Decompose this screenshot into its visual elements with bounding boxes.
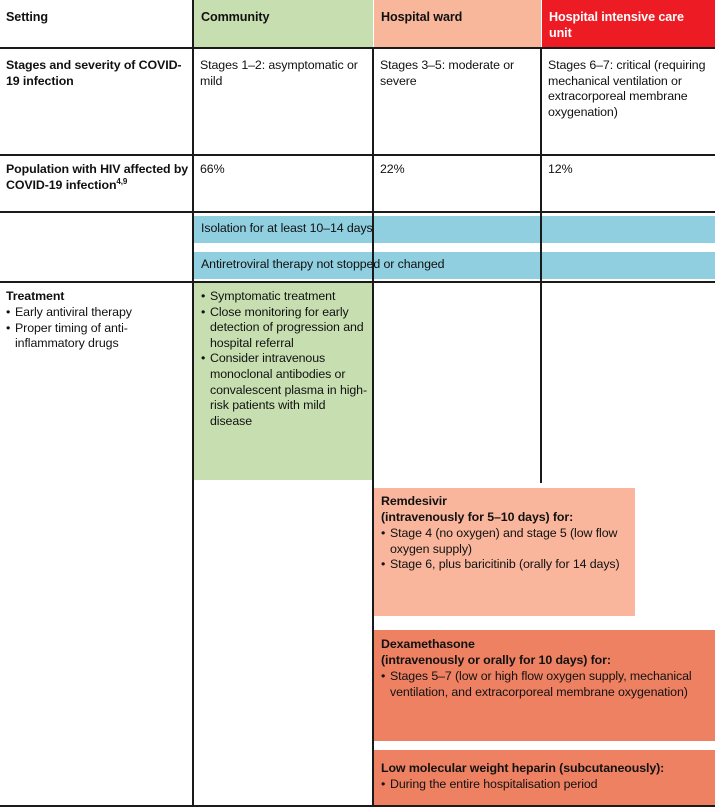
list-item: Early antiviral therapy (6, 305, 190, 321)
cell-stages-icu: Stages 6–7: critical (requiring mechanic… (548, 58, 706, 119)
row-label-population-superscript: 4,9 (116, 176, 128, 186)
header-label-community: Community (201, 10, 270, 24)
treatment-label-bullets: Early antiviral therapy Proper timing of… (6, 305, 190, 352)
isolation-bar-label: Isolation for at least 10–14 days (201, 221, 373, 235)
cell-stages-hospital-ward: Stages 3–5: moderate or severe (380, 58, 515, 88)
art-bar-label: Antiretroviral therapy not stopped or ch… (201, 257, 445, 271)
header-cell-community-background (194, 0, 373, 47)
list-item: Close monitoring for early detection of … (201, 305, 367, 352)
header-label-setting: Setting (6, 10, 48, 24)
list-item: During the entire hospitalisation period (381, 777, 711, 793)
treatment-community-bullets: Symptomatic treatment Close monitoring f… (201, 289, 367, 429)
row-label-population: Population with HIV affected by COVID-19… (6, 162, 190, 193)
header-label-icu: Hospital intensive care unit (549, 10, 684, 40)
row-label-treatment: Treatment (6, 289, 65, 303)
list-item: Symptomatic treatment (201, 289, 367, 305)
cell-population-icu: 12% (548, 162, 573, 176)
remdesivir-subtitle: (intravenously for 5–10 days) for: (381, 510, 574, 524)
heparin-title: Low molecular weight heparin (subcutaneo… (381, 761, 665, 775)
dexamethasone-title: Dexamethasone (381, 637, 475, 651)
header-cell-hospital-ward-background (374, 0, 541, 47)
row-label-stages: Stages and severity of COVID-19 infectio… (6, 58, 182, 88)
list-item: Proper timing of anti-inflammatory drugs (6, 321, 190, 352)
list-item: Consider intravenous monoclonal antibodi… (201, 351, 367, 429)
cell-stages-community: Stages 1–2: asymptomatic or mild (200, 58, 358, 88)
list-item: Stages 5–7 (low or high flow oxygen supp… (381, 669, 709, 700)
list-item: Stage 6, plus baricitinib (orally for 14… (381, 557, 631, 573)
remdesivir-title: Remdesivir (381, 494, 447, 508)
heparin-bullets: During the entire hospitalisation period (381, 777, 711, 793)
rule-col1-col2 (192, 0, 194, 806)
art-bar-background (194, 252, 715, 279)
header-cell-icu-background (542, 0, 715, 47)
rule-below-population-row (0, 211, 715, 213)
dexamethasone-subtitle: (intravenously or orally for 10 days) fo… (381, 653, 611, 667)
dexamethasone-bullets: Stages 5–7 (low or high flow oxygen supp… (381, 669, 709, 700)
rule-col2-col3 (372, 47, 374, 806)
cell-population-hospital-ward: 22% (380, 162, 405, 176)
row-label-population-text: Population with HIV affected by COVID-19… (6, 162, 189, 192)
list-item: Stage 4 (no oxygen) and stage 5 (low flo… (381, 526, 631, 557)
rule-bottom (0, 805, 715, 807)
isolation-bar-background (194, 216, 715, 243)
rule-col3-col4 (540, 47, 542, 483)
rule-below-stages-row (0, 154, 715, 156)
header-label-hospital-ward: Hospital ward (381, 10, 463, 24)
rule-below-span-bars (0, 281, 715, 283)
remdesivir-bullets: Stage 4 (no oxygen) and stage 5 (low flo… (381, 526, 631, 573)
cell-population-community: 66% (200, 162, 225, 176)
rule-below-header (0, 47, 715, 49)
